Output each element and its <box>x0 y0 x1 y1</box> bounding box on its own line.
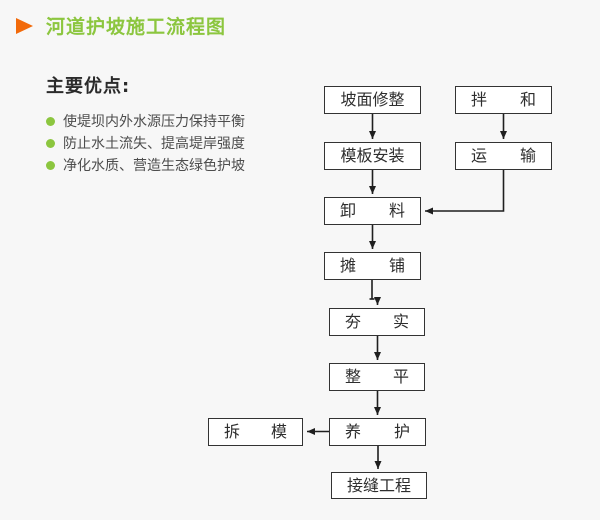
advantage-text: 使堤坝内外水源压力保持平衡 <box>63 114 245 130</box>
bullet-dot-icon <box>46 116 55 126</box>
arrow-transport-to-unloading <box>425 170 505 215</box>
list-item: 防止水土流失、提高堤岸强度 <box>46 132 306 154</box>
advantages-list: 使堤坝内外水源压力保持平衡 防止水土流失、提高堤岸强度 净化水质、营造生态绿色护… <box>46 110 306 176</box>
right-triangle-icon <box>16 17 33 34</box>
flow-node-slope-trimming: 坡面修整 <box>324 86 421 114</box>
flow-node-unloading: 卸料 <box>324 197 421 225</box>
flow-node-transport: 运输 <box>455 142 552 170</box>
flow-node-formwork-removal: 拆模 <box>208 418 303 446</box>
advantage-text: 防止水土流失、提高堤岸强度 <box>63 136 245 152</box>
advantages-heading: 主要优点: <box>46 76 131 97</box>
flow-node-joint-works: 接缝工程 <box>331 472 427 499</box>
flow-node-paving: 摊铺 <box>324 252 421 280</box>
flow-node-mixing: 拌和 <box>455 86 552 114</box>
advantage-text: 净化水质、营造生态绿色护坡 <box>63 158 245 174</box>
bullet-dot-icon <box>46 160 55 170</box>
flow-node-leveling: 整平 <box>329 363 425 391</box>
page-title: 河道护坡施工流程图 <box>46 16 227 38</box>
list-item: 净化水质、营造生态绿色护坡 <box>46 154 306 176</box>
flow-node-curing: 养护 <box>329 418 426 446</box>
bullet-dot-icon <box>46 138 55 148</box>
header: 河道护坡施工流程图 <box>16 12 226 39</box>
list-item: 使堤坝内外水源压力保持平衡 <box>46 110 306 132</box>
advantages-panel: 主要优点: 使堤坝内外水源压力保持平衡 防止水土流失、提高堤岸强度 净化水质、营… <box>46 72 306 176</box>
flow-node-formwork-installation: 模板安装 <box>324 142 421 170</box>
flow-node-compaction: 夯实 <box>329 308 425 336</box>
